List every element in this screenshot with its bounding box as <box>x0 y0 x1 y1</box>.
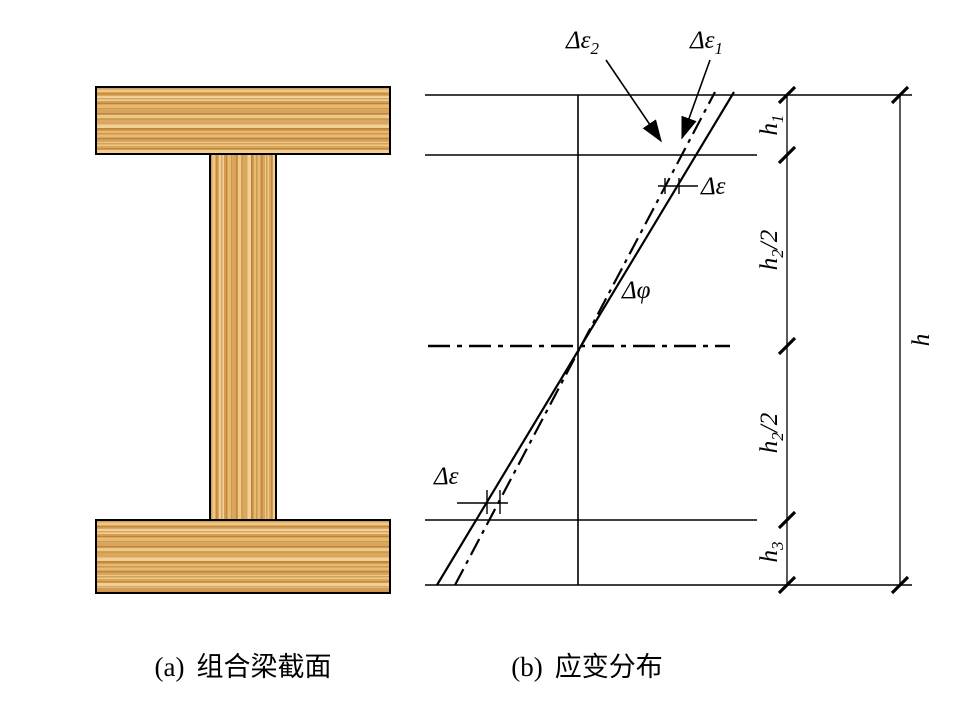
caption-b: (b) 应变分布 <box>427 645 747 684</box>
dim-h3-sub: 3 <box>767 541 787 551</box>
dim-h2-bottom-sub: 2 <box>767 432 787 441</box>
beam-top-flange <box>95 86 391 155</box>
beam-bottom-flange <box>95 519 391 594</box>
caption-a-text: 组合梁截面 <box>196 652 332 682</box>
label-delta-eps-bottom-text: Δε <box>434 463 459 490</box>
label-delta-eps2-base: Δε <box>566 27 591 54</box>
label-delta-phi: Δφ <box>622 278 651 303</box>
dim-h2-top-base: h <box>755 257 783 271</box>
dim-tick <box>890 85 910 105</box>
beam-web <box>209 153 277 521</box>
dim-h-total-base: h <box>907 333 935 347</box>
dim-h1-base: h <box>755 123 783 136</box>
dim-label-h-total: h <box>907 290 935 390</box>
dim-tick <box>890 575 910 595</box>
caption-a-index: (a) <box>154 652 185 682</box>
strain-line-dashdot <box>454 91 716 586</box>
dim-h2-bottom-suffix: /2 <box>755 412 783 433</box>
label-delta-eps-top-text: Δε <box>701 173 726 200</box>
dim-tick <box>777 145 797 165</box>
label-delta-eps-top: Δε <box>701 174 726 199</box>
dim-tick <box>777 510 797 530</box>
label-delta-eps2-sub: 2 <box>590 39 600 58</box>
label-delta-eps1: Δε1 <box>690 27 723 57</box>
label-delta-eps1-base: Δε <box>690 27 715 54</box>
caption-a: (a) 组合梁截面 <box>95 645 391 684</box>
dim-h3-base: h <box>755 550 783 563</box>
dim-label-h1: h1 <box>755 75 787 175</box>
dim-label-h3: h3 <box>755 502 787 602</box>
dim-tick <box>777 85 797 105</box>
caption-b-text: 应变分布 <box>554 652 663 682</box>
leader-arrow-eps2 <box>605 59 662 143</box>
dim-tick <box>777 575 797 595</box>
dimension-ticks <box>777 85 910 595</box>
dim-h1-sub: 1 <box>767 114 787 124</box>
caption-b-index: (b) <box>511 652 543 682</box>
dim-h2-bottom-base: h <box>755 440 783 454</box>
dim-h2-top-sub: 2 <box>767 249 787 258</box>
label-delta-phi-text: Δφ <box>622 277 651 304</box>
dim-h2-top-suffix: /2 <box>755 229 783 250</box>
dim-label-h2-bottom: h2/2 <box>755 383 787 483</box>
leader-arrow-eps1 <box>681 59 711 140</box>
label-delta-eps-bottom: Δε <box>434 464 459 489</box>
label-delta-eps1-sub: 1 <box>714 39 724 58</box>
dim-label-h2-top: h2/2 <box>755 200 787 300</box>
dim-tick <box>777 336 797 356</box>
gap-dimension-top <box>658 178 698 194</box>
label-delta-eps2: Δε2 <box>566 27 599 57</box>
gap-dimension-bottom <box>457 490 508 514</box>
